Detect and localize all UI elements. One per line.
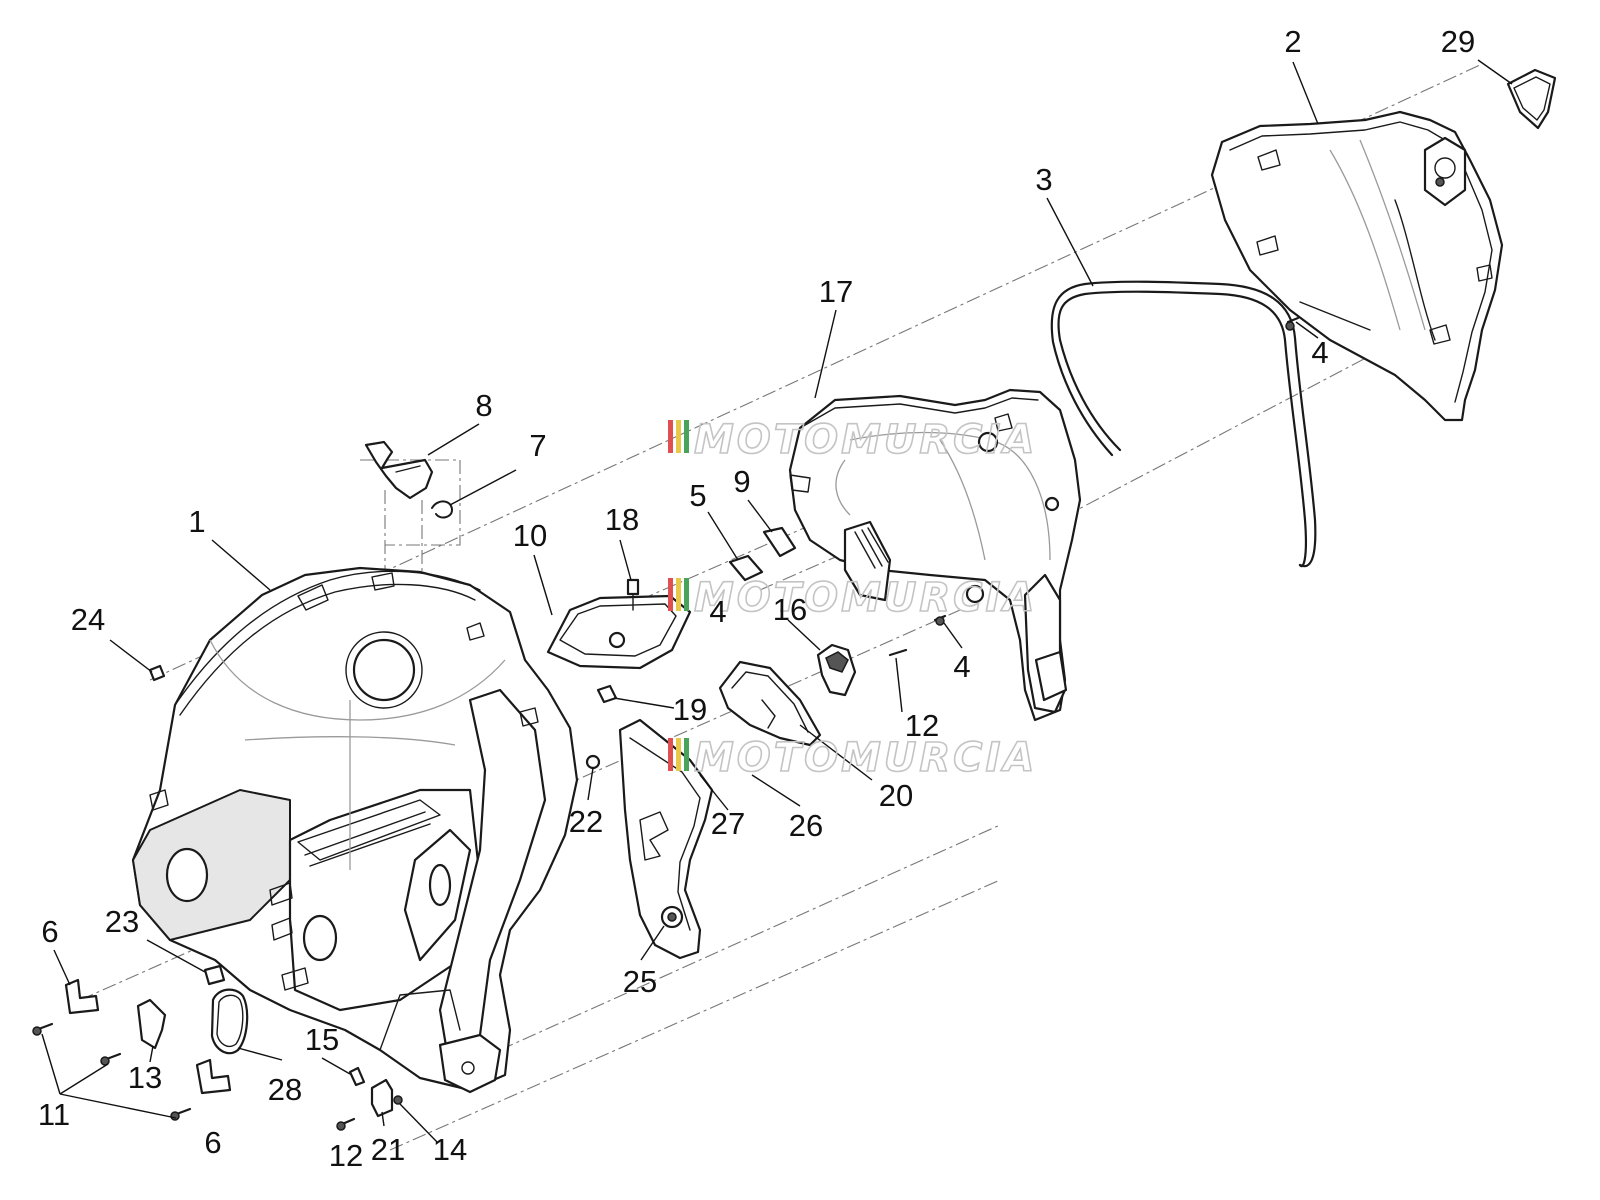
callout-6: 6: [41, 914, 58, 949]
watermark-top: MOTOMURCIA: [668, 416, 1037, 464]
leader-7: [449, 469, 517, 506]
callout-4: 4: [709, 594, 726, 629]
leader-lines: [41, 59, 1513, 1143]
callout-22: 22: [569, 804, 603, 839]
watermark-text: MOTOMURCIA: [694, 575, 1037, 621]
callout-6: 6: [204, 1125, 221, 1160]
watermark-stripe-green: [684, 420, 689, 453]
part-17-inner-leg-shield: [788, 388, 1082, 722]
callout-25: 25: [623, 964, 657, 999]
leader-28: [237, 1047, 283, 1061]
callout-11: 11: [38, 1097, 70, 1132]
leader-16: [787, 619, 821, 651]
callout-19: 19: [673, 692, 707, 727]
leader-14: [399, 1103, 438, 1143]
callout-4: 4: [953, 649, 970, 684]
leader-22: [587, 767, 594, 801]
leader-3: [1046, 197, 1094, 287]
callout-23: 23: [105, 904, 139, 939]
leader-9: [747, 499, 773, 533]
callout-13: 13: [128, 1060, 162, 1095]
leader-11a: [41, 1033, 61, 1095]
callout-16: 16: [773, 592, 807, 627]
small-hardware: [32, 316, 1300, 1131]
watermark-stripe-red: [668, 420, 673, 453]
callout-12: 12: [329, 1138, 363, 1173]
leader-29: [1477, 59, 1513, 85]
leader-24: [109, 639, 153, 673]
callout-1: 1: [188, 504, 205, 539]
callout-24: 24: [71, 602, 105, 637]
callout-26: 26: [789, 808, 823, 843]
callout-18: 18: [605, 502, 639, 537]
callout-10: 10: [513, 518, 547, 553]
part-3-trim-seal: [1050, 280, 1317, 568]
leader-26: [751, 774, 801, 807]
part-2-front-shield: [1210, 110, 1504, 422]
callout-5: 5: [689, 478, 706, 513]
callout-7: 7: [529, 428, 546, 463]
leader-25: [640, 925, 665, 961]
callout-15: 15: [305, 1022, 339, 1057]
leader-11b: [59, 1063, 109, 1095]
leader-21: [381, 1111, 385, 1127]
watermark-stripe-yellow: [676, 420, 681, 453]
callout-28: 28: [268, 1072, 302, 1107]
callout-17: 17: [819, 274, 853, 309]
callout-20: 20: [879, 778, 913, 813]
callout-29: 29: [1441, 24, 1475, 59]
leader-6a: [53, 949, 71, 986]
callout-9: 9: [733, 464, 750, 499]
part-7-clip: [431, 500, 453, 519]
part-20-lid: [718, 660, 822, 747]
leader-23: [146, 939, 206, 973]
callout-27: 27: [711, 806, 745, 841]
callout-12: 12: [905, 708, 939, 743]
callout-21: 21: [371, 1132, 405, 1167]
watermark-stripe-green: [684, 738, 689, 771]
leader-15: [321, 1057, 351, 1075]
leader-27: [699, 774, 729, 811]
part-8-hook: [364, 440, 434, 500]
part-16-latch: [816, 643, 857, 697]
watermark-stripe-red: [668, 578, 673, 611]
watermark-stripe-yellow: [676, 578, 681, 611]
leader-2: [1292, 61, 1319, 125]
watermark-bottom: MOTOMURCIA: [668, 734, 1037, 782]
callout-2: 2: [1284, 24, 1301, 59]
callout-4: 4: [1311, 335, 1328, 370]
leader-11c: [59, 1093, 177, 1119]
leader-13: [149, 1045, 154, 1063]
leader-4a: [1295, 321, 1319, 339]
watermark-text: MOTOMURCIA: [694, 735, 1037, 781]
leader-19: [613, 697, 675, 709]
watermark-stripe-green: [684, 578, 689, 611]
leader-10: [533, 554, 553, 616]
leader-1: [211, 539, 271, 591]
leader-12a: [895, 657, 903, 713]
watermark-middle: MOTOMURCIA: [668, 574, 1037, 622]
leader-20: [799, 724, 873, 781]
watermark-stripe-yellow: [676, 738, 681, 771]
callout-14: 14: [433, 1132, 467, 1167]
part-29-emblem: [1506, 68, 1557, 130]
leader-4b: [943, 622, 963, 649]
leader-8: [427, 423, 480, 456]
part-10-tray: [546, 594, 692, 670]
watermark-stripe-red: [668, 738, 673, 771]
part-1-rear-shield: [131, 566, 579, 1094]
leader-5: [707, 511, 739, 561]
leader-17: [814, 309, 837, 399]
callouts: 1 2 3 4 4 4 4 5 6 6 7 8 9 10 11 12 12 12…: [38, 24, 1475, 1173]
leader-18: [619, 539, 632, 581]
callout-8: 8: [475, 388, 492, 423]
callout-3: 3: [1035, 162, 1052, 197]
watermark-text: MOTOMURCIA: [694, 417, 1037, 463]
part-25-side-panel: [618, 718, 714, 960]
